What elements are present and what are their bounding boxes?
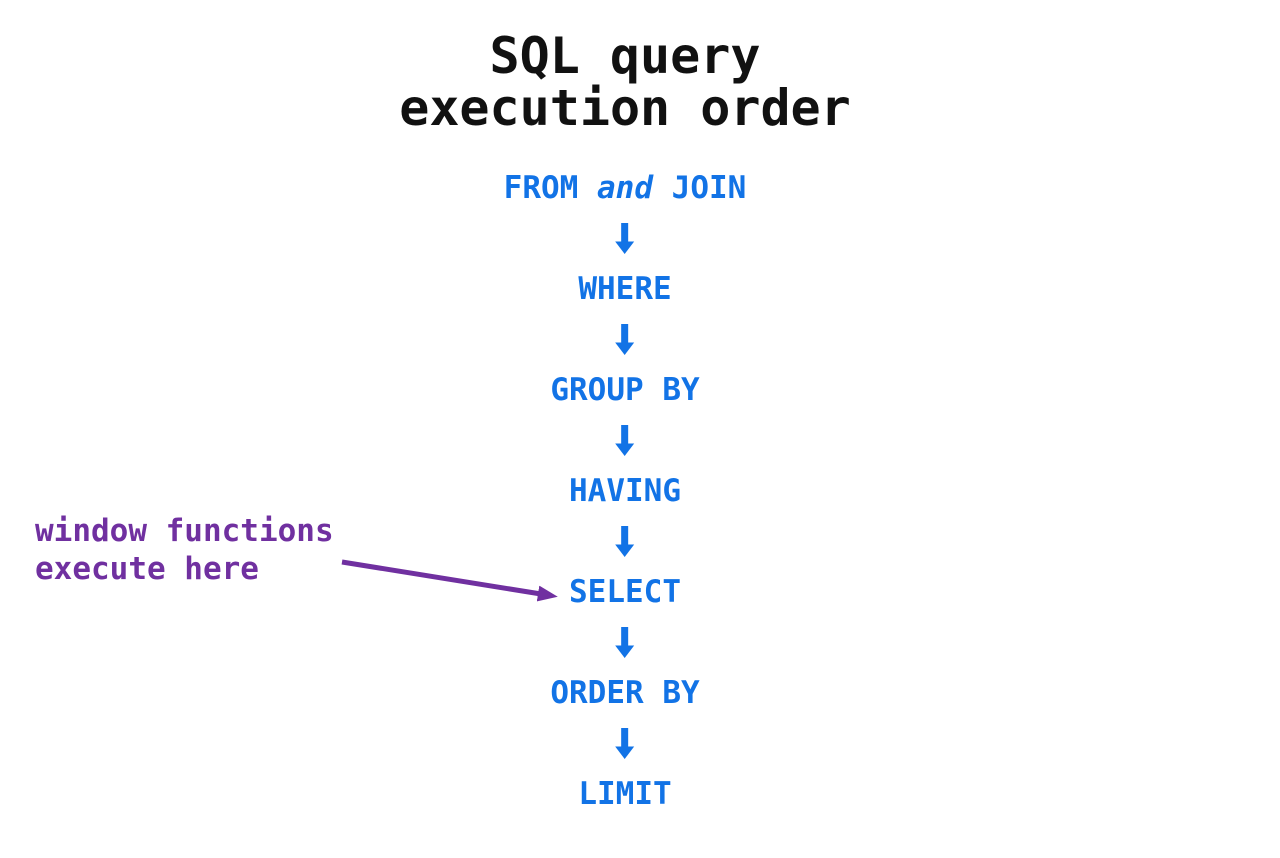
annotation-pointer-arrow-icon	[341, 559, 558, 602]
flow-node-having: HAVING	[569, 471, 681, 511]
flow-node-limit: LIMIT	[578, 774, 671, 814]
page-title-line2: execution order	[399, 79, 851, 137]
annotation-label: window functions execute here	[35, 512, 334, 588]
page-title-line1: SQL query	[489, 27, 761, 85]
flow-node-text: HAVING	[569, 473, 681, 509]
down-arrow-icon	[615, 727, 635, 759]
page-title: SQL query execution order	[399, 30, 851, 134]
flow-arrow	[614, 309, 636, 370]
down-arrow-icon	[615, 525, 635, 557]
flow-arrow	[614, 208, 636, 269]
flow-node-text: and	[597, 170, 653, 206]
flow-node-select: SELECT	[569, 572, 681, 612]
down-arrow-icon	[615, 626, 635, 658]
flow-node-text: JOIN	[653, 170, 747, 206]
flow-arrow	[614, 410, 636, 471]
down-arrow-icon	[615, 323, 635, 355]
flow-node-text: WHERE	[578, 271, 672, 307]
flow-arrow	[614, 612, 636, 673]
flow-node-text: SELECT	[569, 574, 681, 610]
flow-node-from-join: FROM and JOIN	[504, 168, 747, 208]
flow-node-text: GROUP BY	[550, 372, 700, 408]
flow-node-where: WHERE	[578, 269, 671, 309]
flow-node-order-by: ORDER BY	[550, 673, 699, 713]
flow-arrow	[614, 713, 636, 774]
down-arrow-icon	[615, 222, 635, 254]
flow-node-group-by: GROUP BY	[550, 370, 699, 410]
annotation-line2: execute here	[35, 551, 259, 587]
flow-column: FROM and JOIN WHERE GROUP BY HAVING	[504, 168, 747, 814]
annotation-line1: window functions	[35, 513, 334, 549]
flow-node-text: ORDER BY	[550, 675, 700, 711]
flow-arrow	[614, 511, 636, 572]
flow-node-text: FROM	[503, 170, 597, 206]
down-arrow-icon	[615, 424, 635, 456]
flow-node-text: LIMIT	[578, 776, 672, 812]
